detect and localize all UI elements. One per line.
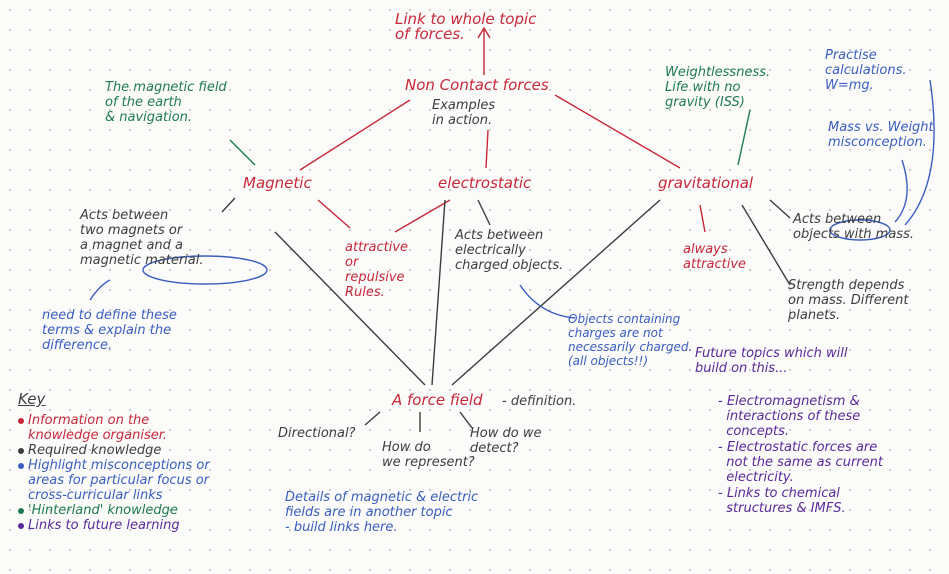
link-to-forces-topic: Link to whole topic of forces. xyxy=(395,10,537,43)
bullet-icon xyxy=(18,448,24,454)
note-weightless: Weightlessness. Life with no gravity (IS… xyxy=(665,65,771,110)
branch-electrostatic: electrostatic xyxy=(438,174,532,192)
bullet-icon xyxy=(18,463,24,469)
future-item: - Links to chemical structures & IMFS. xyxy=(718,486,846,516)
note-mass-weight: Mass vs. Weight misconception. xyxy=(828,120,934,150)
note-directional: Directional? xyxy=(278,426,356,441)
key-item: Required knowledge xyxy=(18,443,210,458)
branch-magnetic: Magnetic xyxy=(243,174,312,192)
note-objects-charges: Objects containing charges are not neces… xyxy=(568,312,693,368)
bullet-icon xyxy=(18,523,24,529)
branch-gravitational: gravitational xyxy=(658,174,754,192)
key-item: Information on the knowledge organiser. xyxy=(18,413,210,443)
key-title: Key xyxy=(18,390,46,408)
center-title: Non Contact forces xyxy=(405,76,549,94)
note-always-attractive: always attractive xyxy=(683,242,747,272)
note-attract-repel: attractive or repulsive Rules. xyxy=(345,240,409,300)
note-electro-acts: Acts between electrically charged object… xyxy=(455,228,564,273)
future-item: - Electromagnetism & interactions of the… xyxy=(718,394,861,439)
key-item: 'Hinterland' knowledge xyxy=(18,503,210,518)
bullet-icon xyxy=(18,418,24,424)
force-field-definition: - definition. xyxy=(502,394,577,409)
note-strength: Strength depends on mass. Different plan… xyxy=(788,278,909,323)
note-represent: How do we represent? xyxy=(382,440,475,470)
note-grav-acts: Acts between objects with mass. xyxy=(793,212,914,242)
note-define-terms: need to define these terms & explain the… xyxy=(42,308,177,353)
key-item: Links to future learning xyxy=(18,518,210,533)
future-item: - Electrostatic forces are not the same … xyxy=(718,440,883,485)
note-detect: How do we detect? xyxy=(470,426,542,456)
future-topics-title: Future topics which will build on this..… xyxy=(695,346,848,376)
key-legend: Key Information on the knowledge organis… xyxy=(18,392,210,533)
bullet-icon xyxy=(18,508,24,514)
force-field: A force field xyxy=(392,391,483,409)
key-item: Highlight misconceptions or areas for pa… xyxy=(18,458,210,503)
note-practise: Practise calculations. W=mg. xyxy=(825,48,907,93)
note-details: Details of magnetic & electric fields ar… xyxy=(285,490,479,535)
note-magnetic-acts: Acts between two magnets or a magnet and… xyxy=(80,208,204,268)
note-earth-field: The magnetic field of the earth & naviga… xyxy=(105,80,227,125)
center-subtitle: Examples in action. xyxy=(432,98,496,128)
